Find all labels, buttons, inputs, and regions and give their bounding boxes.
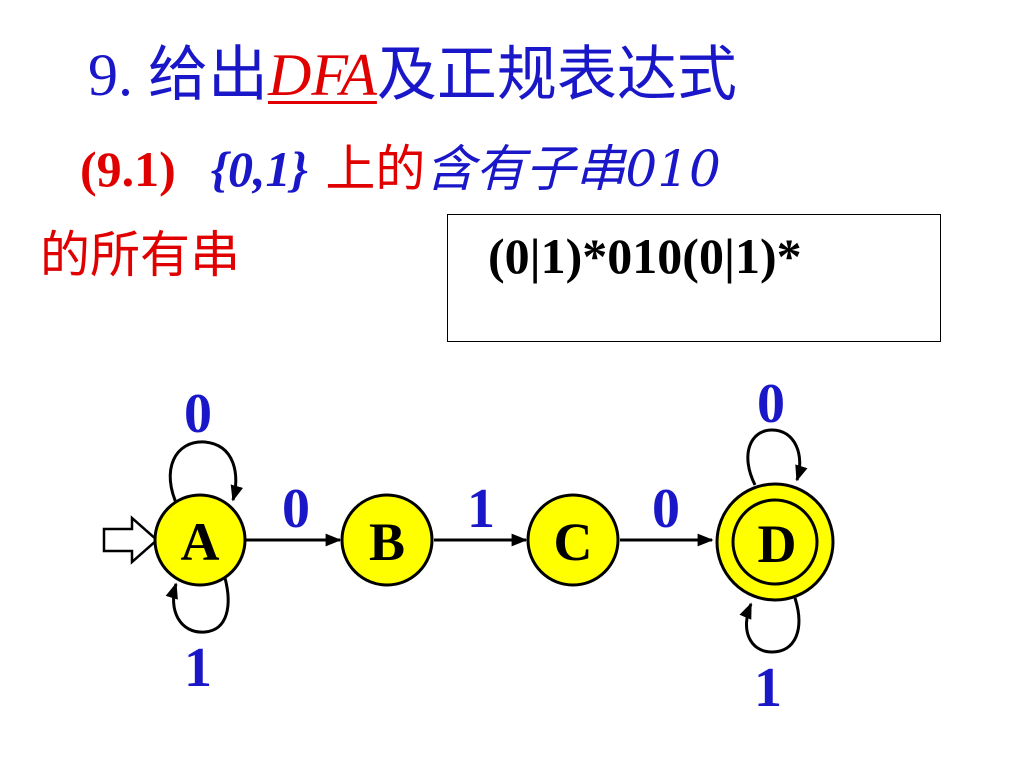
label-loop-A-0: 0 [184,383,212,445]
loop-A-0 [168,440,244,508]
state-D-accepting: D [715,482,835,602]
state-A-label: A [181,512,220,572]
loop-A-1 [165,577,230,634]
label-loop-D-0: 0 [757,373,785,435]
title-number: 9. [88,42,133,108]
problem-statement-line1: (9.1) {0,1} 上的含有子串010 [80,134,721,204]
label-edge-A-B: 0 [282,478,310,540]
state-B: B [340,493,434,587]
regex-box: (0|1)*010(0|1)* [447,214,941,342]
loop-D-1 [739,597,801,654]
label-edge-C-D: 0 [652,478,680,540]
title-prefix: 给出 [148,42,268,108]
alphabet: {0,1} [210,141,308,197]
label-edge-B-C: 1 [467,478,495,540]
title-dfa: DFA [268,42,377,108]
problem-statement-line2: 的所有串 [40,226,240,284]
problem-text-blue: 含有子串010 [425,140,721,198]
loop-D-0 [746,428,808,486]
label-loop-A-1: 1 [184,637,212,699]
state-C-label: C [554,512,593,572]
problem-text-red: 上的 [325,140,426,198]
state-B-label: B [369,512,405,572]
state-A: A [153,493,247,587]
slide-title: 9. 给出DFA及正规表达式 [88,30,737,120]
regex-expression: (0|1)*010(0|1)* [488,228,802,284]
state-D-label: D [758,514,797,574]
title-suffix: 及正规表达式 [376,42,737,108]
state-C: C [526,493,620,587]
label-loop-D-1: 1 [754,657,782,719]
start-arrow [102,515,159,565]
problem-label: (9.1) [80,141,176,197]
